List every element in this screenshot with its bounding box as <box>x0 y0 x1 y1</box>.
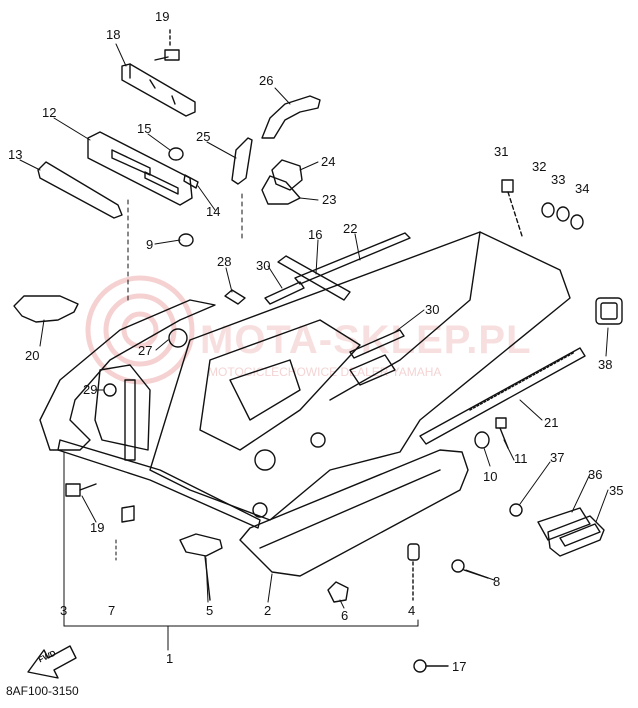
callout-10: 10 <box>483 469 498 484</box>
part-37-nut <box>509 503 523 517</box>
callout-31: 31 <box>494 144 509 159</box>
part-24-bracket <box>271 159 303 191</box>
watermark-text: MOTA-SKLEP.PL <box>200 318 532 362</box>
fwd-arrow-icon <box>27 645 77 679</box>
part-12-plate <box>87 131 193 206</box>
callout-5: 5 <box>206 603 214 618</box>
callout-13: 13 <box>8 147 23 162</box>
leader-lines <box>19 43 609 609</box>
part-19-bolt-lower <box>65 483 97 497</box>
part-31-bolt <box>501 179 523 237</box>
part-13-bar <box>37 161 123 219</box>
part-16-strip <box>277 255 351 301</box>
callout-1: 1 <box>166 651 174 666</box>
callout-29: 29 <box>83 382 98 397</box>
callout-26: 26 <box>259 73 274 88</box>
part-17-grommet <box>413 659 449 673</box>
callout-2: 2 <box>264 603 272 618</box>
part-38-reflector <box>595 297 623 325</box>
part-35-reflector <box>547 515 605 557</box>
callout-16: 16 <box>308 227 323 242</box>
part-28-pad <box>224 289 246 305</box>
part-30-pad-right <box>349 329 405 359</box>
callout-30b: 30 <box>425 302 440 317</box>
callout-24: 24 <box>321 154 336 169</box>
part-15-nut <box>168 147 184 161</box>
part-26-strap <box>261 95 321 139</box>
callout-37: 37 <box>550 450 565 465</box>
callout-30a: 30 <box>256 258 271 273</box>
callout-9: 9 <box>146 237 154 252</box>
part-34-nut <box>570 214 584 230</box>
callout-17: 17 <box>452 659 467 674</box>
callout-8: 8 <box>493 574 501 589</box>
assembly-bracket <box>63 193 419 651</box>
part-30-pad-left <box>264 281 305 305</box>
part-14-piece <box>183 174 199 189</box>
callout-15: 15 <box>137 121 152 136</box>
part-main-frame <box>149 231 571 521</box>
part-1-piece <box>121 505 135 523</box>
callout-35: 35 <box>609 483 624 498</box>
callout-25: 25 <box>196 129 211 144</box>
part-2-lower-cover <box>239 449 469 577</box>
callout-18: 18 <box>106 27 121 42</box>
callout-3: 3 <box>60 603 68 618</box>
part-19-bolt-top <box>154 29 180 61</box>
part-25-strap <box>231 137 253 185</box>
callout-14: 14 <box>206 204 221 219</box>
callout-28: 28 <box>217 254 232 269</box>
part-3-side-cover <box>39 299 261 529</box>
part-5-clip <box>179 533 223 601</box>
callout-6: 6 <box>341 608 349 623</box>
callout-34: 34 <box>575 181 590 196</box>
callout-7: 7 <box>108 603 116 618</box>
callout-23: 23 <box>322 192 337 207</box>
callout-4: 4 <box>408 603 416 618</box>
callout-27: 27 <box>138 343 153 358</box>
callout-38: 38 <box>598 357 613 372</box>
part-23-bracket <box>261 175 301 205</box>
callout-20: 20 <box>25 348 40 363</box>
part-4-collar <box>407 543 420 601</box>
part-21-strip <box>419 347 586 445</box>
callout-19b: 19 <box>90 520 105 535</box>
callout-33: 33 <box>551 172 566 187</box>
callout-32: 32 <box>532 159 547 174</box>
part-20-clip <box>13 295 79 323</box>
part-29-grommet <box>103 383 117 397</box>
part-32-washer <box>541 202 555 218</box>
callout-11: 11 <box>514 451 528 466</box>
diagram-code: 8AF100-3150 <box>6 684 79 698</box>
part-9-grommet <box>178 233 194 247</box>
part-27-grommet <box>168 328 188 348</box>
part-10-collar <box>474 431 490 449</box>
callout-12: 12 <box>42 105 57 120</box>
callout-21: 21 <box>544 415 559 430</box>
callout-19a: 19 <box>155 9 170 24</box>
part-18-bracket <box>121 63 196 117</box>
callout-36: 36 <box>588 467 603 482</box>
part-6-clip <box>327 581 349 603</box>
callout-22: 22 <box>343 221 358 236</box>
part-8-grommet <box>451 559 489 579</box>
part-36-bracket <box>537 507 591 541</box>
part-33-washer <box>556 206 570 222</box>
